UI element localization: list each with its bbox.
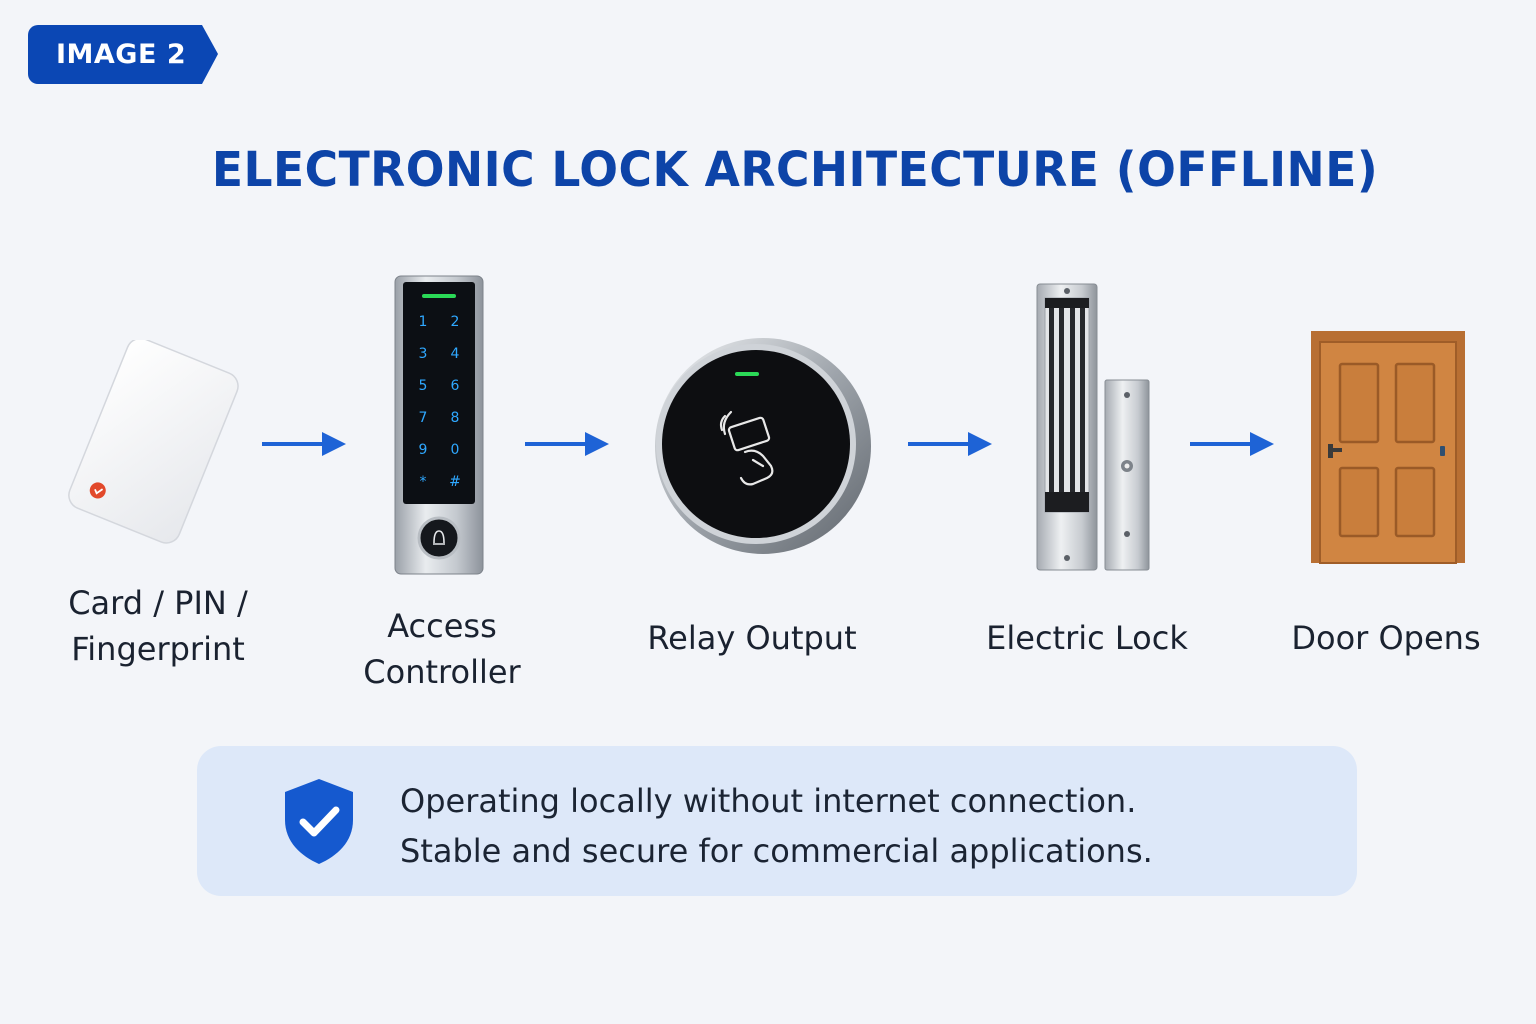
shield-check-icon: [285, 779, 353, 864]
rfid-card-icon: [68, 340, 239, 544]
step-label-door: Door Opens: [1291, 619, 1481, 657]
keypad-key: 0: [451, 442, 460, 458]
flow-arrow-1: [262, 432, 346, 456]
keypad-key: 7: [419, 410, 428, 426]
keypad-key: #: [449, 474, 461, 490]
keypad-key: 6: [451, 378, 460, 394]
keypad-key: 8: [451, 410, 460, 426]
keypad-key: 4: [451, 346, 460, 362]
flow-arrow-2: [525, 432, 609, 456]
card-reader-icon: [655, 338, 871, 554]
step-label-relay: Relay Output: [647, 619, 857, 657]
flow-arrow-3: [908, 432, 992, 456]
step-label-controller: Access Controller: [363, 607, 521, 691]
keypad-controller-icon: 1 2 3 4 5 6 7 8 9 0 * #: [394, 275, 484, 575]
info-text: Operating locally without internet conne…: [400, 776, 1153, 876]
door-icon: [1311, 331, 1465, 564]
keypad-key: *: [420, 474, 427, 490]
diagram-title: ELECTRONIC LOCK ARCHITECTURE (OFFLINE): [211, 142, 1379, 198]
info-line-2: Stable and secure for commercial applica…: [400, 832, 1153, 870]
flow-arrow-4: [1190, 432, 1274, 456]
step-label-card: Card / PIN / Fingerprint: [68, 584, 248, 668]
info-panel: Operating locally without internet conne…: [197, 746, 1357, 896]
info-line-1: Operating locally without internet conne…: [400, 782, 1137, 820]
keypad-key: 9: [419, 442, 428, 458]
keypad-key: 5: [419, 378, 428, 394]
keypad-key: 2: [451, 314, 460, 330]
keypad-key: 1: [419, 314, 428, 330]
keypad-key: 3: [419, 346, 428, 362]
step-label-lock: Electric Lock: [986, 619, 1188, 657]
magnetic-lock-icon: [1036, 283, 1150, 571]
image-number-badge: IMAGE 2: [28, 25, 218, 84]
